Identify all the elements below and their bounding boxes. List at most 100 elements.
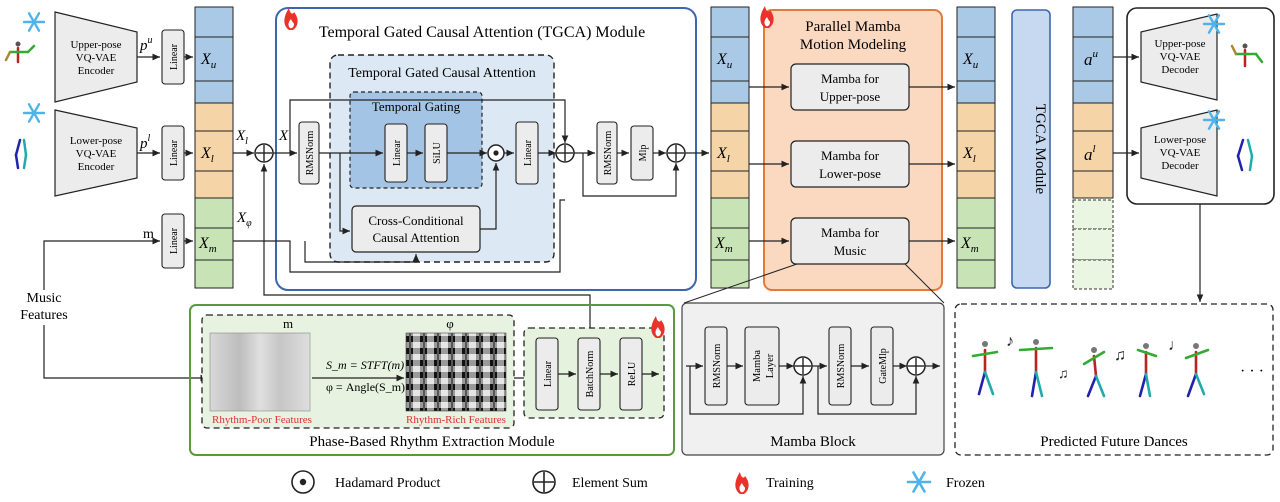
rhythm-poor-label: Rhythm-Poor Features [212, 414, 312, 426]
tgca-linear-out: Linear [515, 121, 539, 185]
Xl-label-input: Xl [200, 145, 214, 165]
cross-conditional-attention: Cross-Conditional Causal Attention [351, 205, 481, 253]
tgca-module: Temporal Gated Causal Attention (TGCA) M… [275, 7, 697, 291]
fire-icon [651, 316, 665, 338]
Xl-label-mid: Xl [716, 145, 730, 165]
mamba-block-rmsnorm-1: RMSNorm [704, 326, 728, 406]
temporal-gating: Temporal Gating [349, 91, 483, 189]
svg-text:Linear: Linear [543, 360, 554, 387]
legend-hadamard: Hadamard Product [291, 470, 440, 494]
lower-pose-skeleton-icon [14, 138, 28, 170]
svg-text:Parallel Mamba: Parallel Mamba [805, 19, 901, 35]
svg-text:Mamba for: Mamba for [821, 71, 880, 86]
svg-text:Decoder: Decoder [1161, 64, 1199, 76]
svg-text:Element Sum: Element Sum [572, 476, 648, 491]
legend-training: Training [735, 472, 814, 494]
music-features-line2: Features [20, 308, 67, 323]
lower-decoder: Lower-pose VQ-VAE Decoder [1140, 109, 1218, 197]
tgca-mlp: Mlp [630, 125, 654, 181]
hadamard-icon [487, 144, 505, 162]
svg-text:RMSNorm: RMSNorm [603, 131, 614, 176]
pl-symbol: pl [139, 133, 151, 152]
tgca-inner-title: Temporal Gated Causal Attention [348, 66, 536, 81]
svg-text:Upper-pose: Upper-pose [820, 89, 881, 104]
gating-silu: SiLU [424, 123, 448, 183]
svg-text:SiLU: SiLU [432, 141, 443, 163]
Xl-to-sum-label: Xl [235, 128, 248, 147]
temporal-gating-title: Temporal Gating [372, 99, 461, 114]
Xu-label-input: Xu [200, 51, 217, 71]
rhythm-batchnorm: BatchNorm [577, 337, 601, 411]
mamba-layer: Mamba Layer [744, 326, 780, 406]
Xm-label-mid: Xm [714, 235, 733, 255]
element-sum-icon [666, 143, 686, 163]
music-note-icon: ♪ ♫ ♫ ♩ [1006, 333, 1184, 382]
svg-text:Decoder: Decoder [1161, 160, 1199, 172]
linear-lower: Linear [161, 125, 185, 181]
gating-linear: Linear [384, 123, 408, 183]
rhythm-rich-image [405, 332, 507, 412]
svg-text:VQ-VAE: VQ-VAE [1160, 51, 1201, 63]
rhythm-rich-label: Rhythm-Rich Features [406, 414, 506, 426]
svg-text:♩: ♩ [1168, 337, 1184, 354]
tgca-module-block: TGCA Module [1011, 9, 1051, 289]
stft-equation: S_m = STFT(m) [326, 358, 404, 372]
svg-text:Music: Music [834, 243, 867, 258]
m-symbol: m [143, 227, 154, 242]
upper-encoder-line2: VQ-VAE [76, 52, 117, 64]
svg-text:Mlp: Mlp [638, 145, 649, 162]
svg-text:Layer: Layer [765, 353, 776, 378]
svg-text:BatchNorm: BatchNorm [585, 350, 596, 397]
rhythm-module: Phase-Based Rhythm Extraction Module [189, 304, 675, 456]
token-stack-after-mamba [956, 6, 996, 289]
svg-text:GateMlp: GateMlp [878, 348, 889, 384]
linear-music: Linear [161, 213, 185, 269]
al-label: al [1084, 143, 1096, 164]
Xl-label-out: Xl [962, 145, 976, 165]
gatemlp: GateMlp [870, 326, 894, 406]
au-label: au [1084, 48, 1099, 69]
legend-element-sum: Element Sum [532, 470, 648, 494]
X-label: X [278, 128, 289, 144]
token-stack-final [1072, 6, 1114, 199]
legend: Hadamard Product Element Sum Training Fr… [291, 470, 985, 494]
svg-text:RMSNorm: RMSNorm [305, 131, 316, 176]
ellipsis: · · · [1240, 363, 1264, 380]
svg-text:Causal Attention: Causal Attention [372, 230, 460, 245]
tgca-rmsnorm-2: RMSNorm [596, 121, 618, 185]
upper-decoder: Upper-pose VQ-VAE Decoder [1140, 13, 1218, 101]
lower-encoder-line1: Lower-pose [70, 135, 122, 147]
pu-symbol: pu [139, 35, 153, 54]
svg-text:Cross-Conditional: Cross-Conditional [368, 213, 464, 228]
spectrogram-phi-label: φ [446, 316, 454, 331]
token-stack-input [194, 6, 234, 289]
svg-text:ReLU: ReLU [627, 361, 638, 386]
element-sum-icon [793, 356, 813, 376]
svg-text:RMSNorm: RMSNorm [712, 344, 723, 389]
snowflake-icon [1202, 14, 1226, 34]
svg-text:Lower-pose: Lower-pose [1154, 134, 1206, 146]
upper-encoder-line3: Encoder [78, 65, 115, 77]
svg-text:Upper-pose: Upper-pose [1154, 38, 1205, 50]
snowflake-icon [906, 471, 932, 493]
svg-text:♫: ♫ [1114, 347, 1126, 364]
token-stack-after-tgca [710, 6, 750, 289]
lower-encoder: Lower-pose VQ-VAE Encoder [54, 109, 138, 197]
element-sum-icon [555, 143, 575, 163]
svg-text:TGCA Module: TGCA Module [1032, 104, 1048, 195]
legend-frozen: Frozen [906, 471, 985, 493]
svg-text:Mamba: Mamba [752, 350, 763, 382]
fire-icon [735, 472, 749, 494]
svg-text:Mamba Block: Mamba Block [770, 434, 856, 450]
linear-upper: Linear [161, 29, 185, 85]
svg-text:Linear: Linear [523, 139, 534, 166]
mamba-upper: Mamba for Upper-pose [790, 63, 910, 111]
tgca-rmsnorm-1: RMSNorm [298, 121, 320, 185]
svg-text:Predicted Future Dances: Predicted Future Dances [1040, 434, 1188, 450]
svg-text:Phase-Based Rhythm Extraction: Phase-Based Rhythm Extraction Module [309, 434, 555, 450]
svg-text:♫: ♫ [1058, 367, 1069, 382]
upper-pose-skeleton-icon [4, 41, 36, 64]
snowflake-icon [22, 103, 46, 123]
